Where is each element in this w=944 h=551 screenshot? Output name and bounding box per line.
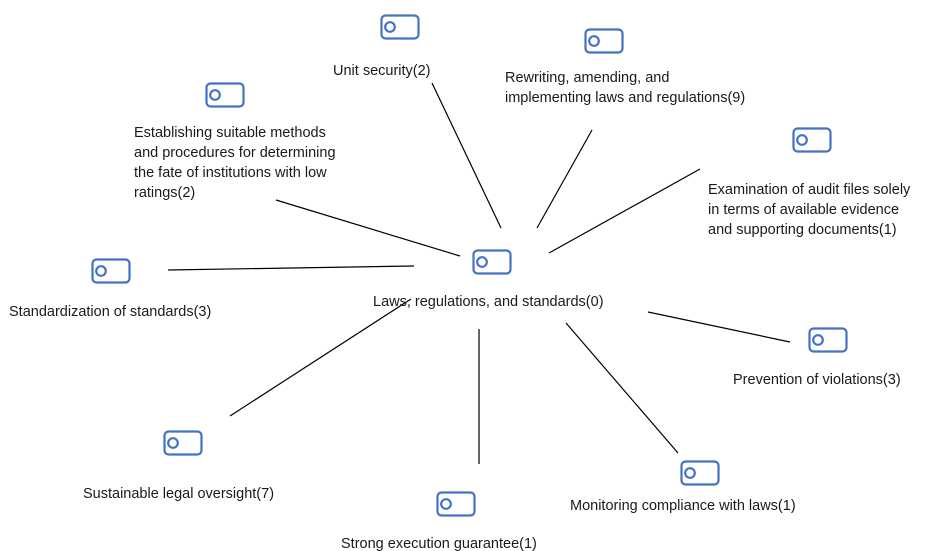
center-label: Laws, regulations, and standards(0) — [373, 292, 604, 312]
execution-guarantee-tag-hole — [440, 498, 452, 510]
edge-standardization — [167, 265, 415, 271]
unit-security-tag-icon — [380, 14, 420, 40]
rewriting-laws-tag-icon — [584, 28, 624, 54]
unit-security-label: Unit security(2) — [333, 61, 431, 81]
establishing-methods-tag-hole — [209, 89, 221, 101]
unit-security-label-line: Unit security(2) — [333, 63, 431, 79]
legal-oversight-label-line: Sustainable legal oversight(7) — [83, 486, 275, 502]
edge-audit-files — [548, 168, 701, 254]
establishing-methods-label-line: Establishing suitable methods — [134, 125, 326, 141]
establishing-methods-label-line: ratings(2) — [134, 185, 196, 201]
monitoring-compliance-tag-hole — [684, 467, 696, 479]
prevention-violations-label-line: Prevention of violations(3) — [733, 372, 901, 388]
rewriting-laws-label: Rewriting, amending, and implementing law… — [505, 68, 745, 108]
audit-files-tag-icon — [792, 127, 832, 153]
rewriting-laws-label-line: implementing laws and regulations(9) — [505, 90, 746, 106]
establishing-methods-tag-icon — [205, 82, 245, 108]
rewriting-laws-tag-hole — [588, 35, 600, 47]
legal-oversight-tag-hole — [167, 437, 179, 449]
prevention-violations-tag-icon — [808, 327, 848, 353]
edge-establishing-methods — [275, 199, 461, 257]
center-tag-hole — [476, 256, 488, 268]
prevention-violations-tag-hole — [812, 334, 824, 346]
audit-files-label-line: and supporting documents(1) — [708, 222, 897, 238]
establishing-methods-label-line: and procedures for determining — [134, 145, 336, 161]
unit-security-tag-hole — [384, 21, 396, 33]
audit-files-label: Examination of audit files solely in term… — [708, 180, 910, 240]
edge-monitoring-compliance — [565, 322, 679, 454]
establishing-methods-label: Establishing suitable methods and procedu… — [134, 123, 336, 203]
center-label-line: Laws, regulations, and standards(0) — [373, 294, 604, 310]
edge-rewriting-laws — [536, 129, 593, 229]
standardization-label-line: Standardization of standards(3) — [9, 304, 212, 320]
execution-guarantee-label: Strong execution guarantee(1) — [341, 534, 537, 551]
monitoring-compliance-label: Monitoring compliance with laws(1) — [570, 496, 796, 516]
legal-oversight-label: Sustainable legal oversight(7) — [83, 484, 274, 504]
execution-guarantee-tag-icon — [436, 491, 476, 517]
audit-files-tag-hole — [796, 134, 808, 146]
legal-oversight-tag-icon — [163, 430, 203, 456]
monitoring-compliance-label-line: Monitoring compliance with laws(1) — [570, 498, 796, 514]
audit-files-label-line: in terms of available evidence — [708, 202, 900, 218]
rewriting-laws-label-line: Rewriting, amending, and — [505, 70, 670, 86]
standardization-tag-icon — [91, 258, 131, 284]
edge-legal-oversight — [229, 298, 412, 417]
edge-prevention-violations — [647, 311, 791, 343]
establishing-methods-label-line: the fate of institutions with low — [134, 165, 327, 181]
edge-unit-security — [431, 82, 502, 229]
monitoring-compliance-tag-icon — [680, 460, 720, 486]
execution-guarantee-label-line: Strong execution guarantee(1) — [341, 536, 537, 551]
audit-files-label-line: Examination of audit files solely — [708, 182, 911, 198]
prevention-violations-label: Prevention of violations(3) — [733, 370, 901, 390]
center-tag-icon — [472, 249, 512, 275]
standardization-label: Standardization of standards(3) — [9, 302, 211, 322]
standardization-tag-hole — [95, 265, 107, 277]
